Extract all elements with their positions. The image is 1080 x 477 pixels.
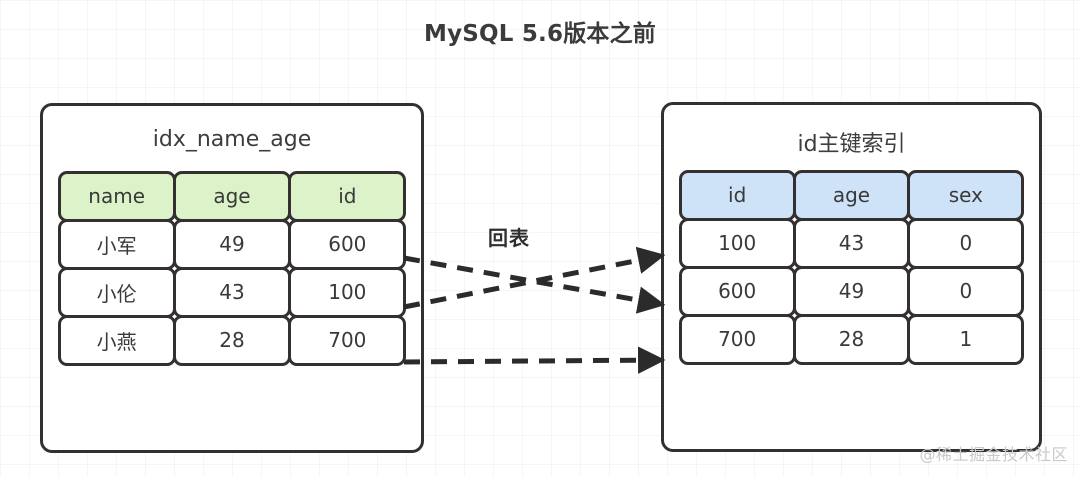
- cell-age: 43: [172, 266, 292, 318]
- cell-name: 小伦: [57, 266, 176, 318]
- arrow-label-huibiao: 回表: [488, 226, 530, 250]
- cell-sex: 0: [907, 265, 1025, 317]
- table-row: 小军 49 600: [57, 218, 407, 270]
- primary-key-index-panel: id主键索引 id age sex 100 43 0 600 49 0 700 …: [661, 102, 1042, 452]
- cell-id: 100: [678, 217, 796, 269]
- table-row: 小燕 28 700: [57, 314, 407, 366]
- cell-id: 700: [288, 314, 407, 366]
- cell-name: 小军: [57, 218, 176, 270]
- column-header-age: age: [792, 169, 911, 221]
- cell-id: 700: [678, 313, 796, 365]
- watermark: @稀土掘金技术社区: [919, 445, 1068, 464]
- arrow-row1-to-row2: [403, 246, 666, 310]
- primary-key-index-table: id age sex 100 43 0 600 49 0 700 28 1: [678, 169, 1025, 365]
- column-header-sex: sex: [907, 169, 1025, 221]
- column-header-name: name: [57, 170, 176, 222]
- secondary-index-panel: idx_name_age name age id 小军 49 600 小伦 43…: [40, 103, 424, 453]
- cell-age: 43: [792, 217, 911, 269]
- arrow-row2-to-row1: [403, 255, 666, 314]
- table-row: 600 49 0: [678, 265, 1025, 317]
- table-row: 小伦 43 100: [57, 266, 407, 318]
- table-row: 100 43 0: [678, 217, 1025, 269]
- page-title: MySQL 5.6版本之前: [423, 21, 656, 47]
- arrow-row3-to-row3: [403, 346, 666, 374]
- cell-sex: 1: [907, 313, 1025, 365]
- cell-id: 600: [288, 218, 407, 270]
- table-header-row: id age sex: [678, 169, 1025, 221]
- cell-age: 28: [792, 313, 911, 365]
- secondary-index-table: name age id 小军 49 600 小伦 43 100 小燕 28 70…: [57, 170, 407, 366]
- cell-name: 小燕: [57, 314, 176, 366]
- primary-key-index-title: id主键索引: [797, 132, 906, 157]
- secondary-index-title: idx_name_age: [152, 127, 312, 152]
- cell-sex: 0: [907, 217, 1025, 269]
- cell-age: 49: [172, 218, 292, 270]
- table-header-row: name age id: [57, 170, 407, 222]
- cell-id: 100: [288, 266, 407, 318]
- table-row: 700 28 1: [678, 313, 1025, 365]
- cell-age: 28: [172, 314, 292, 366]
- cell-age: 49: [792, 265, 911, 317]
- column-header-age: age: [172, 170, 292, 222]
- column-header-id: id: [678, 169, 796, 221]
- cell-id: 600: [678, 265, 796, 317]
- column-header-id: id: [288, 170, 407, 222]
